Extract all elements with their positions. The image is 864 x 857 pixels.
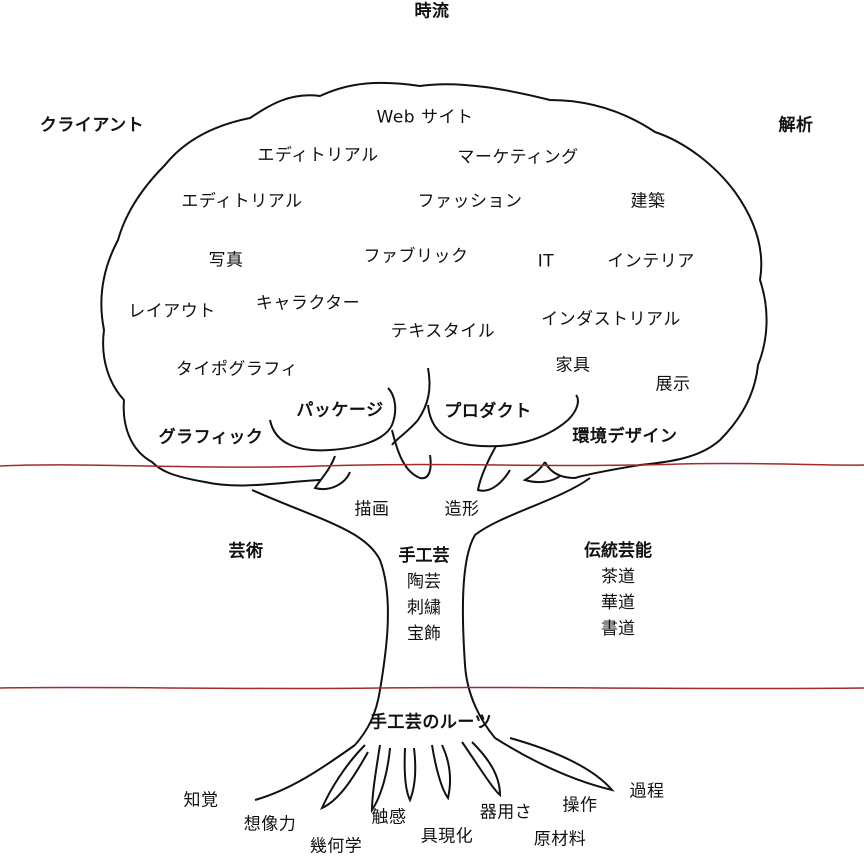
canopy-outline bbox=[100, 81, 768, 487]
branch-fork-3 bbox=[313, 455, 351, 490]
label-crafts: 手工芸 bbox=[398, 546, 450, 566]
root-4 bbox=[403, 747, 417, 803]
label-character: キャラクター bbox=[255, 293, 361, 314]
label-embodiment: 具現化 bbox=[420, 826, 474, 847]
label-textile: テキスタイル bbox=[390, 321, 496, 342]
label-it: IT bbox=[537, 251, 555, 272]
branch-fork-1 bbox=[391, 429, 432, 480]
label-marketing: マーケティング bbox=[457, 147, 579, 168]
label-ceramics: 陶芸 bbox=[407, 572, 441, 592]
crafts-group: 手工芸 陶芸 刺繍 宝飾 bbox=[399, 543, 450, 647]
label-traditional: 伝統芸能 bbox=[584, 541, 652, 561]
label-package: パッケージ bbox=[296, 400, 384, 421]
branch-center-stem bbox=[391, 367, 431, 446]
label-layout: レイアウト bbox=[128, 301, 216, 322]
label-roots: 手工芸のルーツ bbox=[369, 712, 493, 733]
label-industrial: インダストリアル bbox=[541, 309, 681, 330]
label-fashion: ファッション bbox=[417, 191, 523, 212]
label-web: Web サイト bbox=[376, 107, 474, 128]
label-client: クライアント bbox=[39, 115, 145, 136]
trunk-right bbox=[461, 477, 591, 739]
root-5 bbox=[431, 744, 451, 801]
branch-left-loop bbox=[269, 387, 397, 452]
branch-fork-2 bbox=[476, 445, 511, 492]
label-embroidery: 刺繍 bbox=[407, 598, 441, 618]
ground-line-lower bbox=[0, 686, 864, 690]
root-7 bbox=[494, 737, 615, 792]
label-graphic: グラフィック bbox=[158, 427, 264, 448]
label-dexterity: 器用さ bbox=[479, 802, 533, 823]
root-6 bbox=[461, 741, 502, 798]
label-operation: 操作 bbox=[562, 795, 598, 816]
label-jewelry: 宝飾 bbox=[407, 624, 441, 644]
label-tea-ceremony: 茶道 bbox=[601, 567, 635, 587]
label-editorial-1: エディトリアル bbox=[257, 145, 379, 166]
label-touch: 触感 bbox=[371, 807, 407, 828]
label-furniture: 家具 bbox=[555, 355, 591, 376]
label-process: 過程 bbox=[629, 781, 665, 802]
ground-line-upper bbox=[0, 462, 864, 468]
branch-fork-4 bbox=[522, 461, 561, 484]
label-product: プロダクト bbox=[444, 401, 532, 422]
label-geometry: 幾何学 bbox=[309, 836, 363, 857]
label-environmental: 環境デザイン bbox=[572, 426, 678, 447]
root-2 bbox=[320, 744, 369, 810]
label-materials: 原材料 bbox=[533, 829, 587, 850]
label-architecture: 建築 bbox=[630, 191, 666, 212]
label-analysis: 解析 bbox=[778, 115, 814, 136]
label-fabric: ファブリック bbox=[363, 246, 469, 267]
root-1 bbox=[254, 744, 356, 801]
branch-right-loop bbox=[427, 394, 579, 448]
label-trend: 時流 bbox=[414, 1, 450, 22]
trunk-left bbox=[251, 489, 389, 746]
label-typography: タイポグラフィ bbox=[175, 359, 299, 380]
root-3 bbox=[370, 744, 391, 814]
label-interior: インテリア bbox=[607, 251, 695, 272]
label-imagination: 想像力 bbox=[243, 814, 297, 835]
label-editorial-2: エディトリアル bbox=[181, 191, 303, 212]
label-arts: 芸術 bbox=[228, 541, 264, 562]
label-perception: 知覚 bbox=[183, 790, 219, 811]
label-flower-arrangement: 華道 bbox=[601, 593, 635, 613]
label-photo: 写真 bbox=[208, 250, 244, 271]
label-calligraphy: 書道 bbox=[601, 619, 635, 639]
traditional-group: 伝統芸能 茶道 華道 書道 bbox=[584, 538, 652, 642]
label-modeling: 造形 bbox=[444, 499, 480, 520]
label-exhibition: 展示 bbox=[655, 374, 691, 395]
label-drawing: 描画 bbox=[354, 499, 390, 520]
